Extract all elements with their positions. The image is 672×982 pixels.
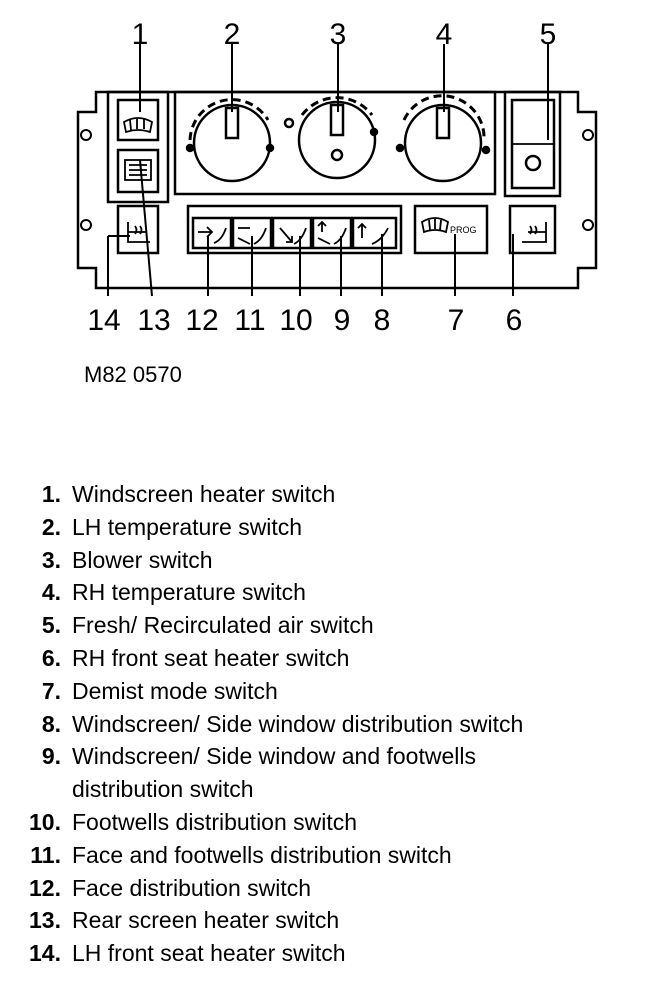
callout-6: 6 bbox=[506, 304, 523, 337]
legend-text: LH temperature switch bbox=[72, 513, 303, 540]
legend-number: 1. bbox=[41, 481, 61, 507]
face-distribution-icon bbox=[198, 226, 227, 244]
mounting-holes bbox=[80, 129, 594, 231]
left-switch-column bbox=[106, 90, 170, 204]
legend-item: 14. LH front seat heater switch bbox=[0, 937, 672, 970]
legend-list: 1. Windscreen heater switch 2. LH temperat… bbox=[0, 478, 672, 970]
legend-text: LH front seat heater switch bbox=[72, 940, 346, 967]
legend-text: Windscreen/ Side window distribution swi… bbox=[72, 710, 524, 737]
knob-display-area bbox=[173, 90, 497, 196]
legend-text: Demist mode switch bbox=[72, 677, 278, 704]
prog-label: PROG bbox=[450, 225, 477, 235]
callout-4: 4 bbox=[436, 18, 453, 51]
panel-housing bbox=[76, 90, 598, 290]
legend-item: 10. Footwells distribution switch bbox=[0, 806, 672, 839]
legend-text: RH front seat heater switch bbox=[72, 644, 350, 671]
rear-screen-heater-icon bbox=[124, 159, 152, 181]
windscreen-heater-switch[interactable] bbox=[116, 98, 160, 142]
legend-number: 9. bbox=[41, 743, 61, 770]
legend-item: 2. LH temperature switch bbox=[0, 511, 672, 544]
rh-seat-heater-icon bbox=[522, 222, 547, 243]
callout-8: 8 bbox=[374, 304, 391, 337]
fan-icon bbox=[330, 148, 344, 162]
legend-number: 11. bbox=[30, 841, 61, 868]
legend-text: Windscreen heater switch bbox=[72, 481, 336, 507]
legend-item: 4. RH temperature switch bbox=[0, 576, 672, 609]
legend-text: Face distribution switch bbox=[72, 874, 312, 901]
legend-number: 3. bbox=[41, 546, 61, 573]
face-footwells-icon bbox=[237, 227, 267, 245]
fresh-recirc-column bbox=[503, 90, 562, 198]
footwells-distribution-switch[interactable] bbox=[271, 216, 313, 250]
lh-seat-heater-switch[interactable] bbox=[116, 204, 160, 255]
legend-item: 9. Windscreen/ Side window and footwells … bbox=[0, 740, 672, 806]
legend-number: 7. bbox=[41, 677, 61, 704]
windscreen-heater-icon bbox=[122, 117, 154, 134]
legend-number: 10. bbox=[29, 808, 61, 835]
lh-temperature-knob[interactable] bbox=[185, 98, 275, 183]
rh-seat-heater-switch[interactable] bbox=[508, 204, 557, 255]
callout-1: 1 bbox=[132, 18, 149, 51]
legend-text: Windscreen/ Side window and footwells di… bbox=[72, 743, 476, 803]
legend-item: 5. Fresh/ Recirculated air switch bbox=[0, 609, 672, 642]
legend-number: 4. bbox=[41, 579, 61, 606]
rear-screen-heater-switch[interactable] bbox=[116, 148, 160, 194]
legend-item: 8. Windscreen/ Side window distribution s… bbox=[0, 708, 672, 741]
windscreen-side-footwells-distribution-switch[interactable] bbox=[311, 216, 353, 250]
distribution-switch-bank bbox=[186, 204, 403, 255]
legend-item: 12. Face distribution switch bbox=[0, 872, 672, 905]
legend-text: Blower switch bbox=[72, 546, 213, 573]
blower-knob[interactable] bbox=[283, 96, 379, 180]
leader-lines bbox=[107, 44, 549, 297]
legend-item: 7. Demist mode switch bbox=[0, 675, 672, 708]
legend-number: 8. bbox=[41, 710, 61, 737]
windscreen-side-distribution-switch[interactable] bbox=[351, 216, 398, 250]
legend-text: Fresh/ Recirculated air switch bbox=[72, 612, 374, 639]
callout-14: 14 bbox=[87, 304, 120, 337]
windscreen-side-icon bbox=[357, 222, 389, 245]
legend-number: 12. bbox=[29, 874, 61, 901]
demist-icon bbox=[420, 217, 450, 234]
control-panel-diagram: PROG 1 2 3 4 5 6 7 8 9 10 11 12 13 14 M8… bbox=[76, 18, 598, 387]
callout-10: 10 bbox=[279, 304, 312, 337]
callout-12: 12 bbox=[185, 304, 218, 337]
legend-item: 1. Windscreen heater switch bbox=[0, 478, 672, 511]
face-distribution-switch[interactable] bbox=[191, 216, 233, 250]
callout-13: 13 bbox=[137, 304, 170, 337]
footwells-icon bbox=[279, 227, 307, 245]
legend-number: 13. bbox=[29, 907, 61, 934]
callout-5: 5 bbox=[540, 18, 557, 51]
legend-item: 11. Face and footwells distribution switc… bbox=[0, 839, 672, 872]
recirculation-icon bbox=[512, 143, 554, 172]
legend-number: 6. bbox=[41, 644, 61, 671]
figure-reference: M82 0570 bbox=[84, 362, 182, 387]
legend-item: 6. RH front seat heater switch bbox=[0, 642, 672, 675]
legend-text: Rear screen heater switch bbox=[72, 907, 340, 934]
callout-3: 3 bbox=[330, 18, 347, 51]
legend-number: 14. bbox=[29, 940, 61, 967]
legend-number: 5. bbox=[41, 612, 61, 639]
callout-7: 7 bbox=[448, 304, 465, 337]
legend-text: Face and footwells distribution switch bbox=[72, 841, 452, 868]
callout-11: 11 bbox=[234, 304, 265, 337]
legend-item: 13. Rear screen heater switch bbox=[0, 904, 672, 937]
legend-text: Footwells distribution switch bbox=[72, 808, 358, 835]
callout-9: 9 bbox=[334, 304, 351, 337]
callout-2: 2 bbox=[224, 18, 241, 51]
legend-text: RH temperature switch bbox=[72, 579, 306, 606]
demist-mode-switch[interactable] bbox=[413, 204, 489, 255]
legend-item: 3. Blower switch bbox=[0, 544, 672, 577]
legend-number: 2. bbox=[41, 513, 61, 540]
lh-seat-heater-icon bbox=[127, 222, 150, 243]
